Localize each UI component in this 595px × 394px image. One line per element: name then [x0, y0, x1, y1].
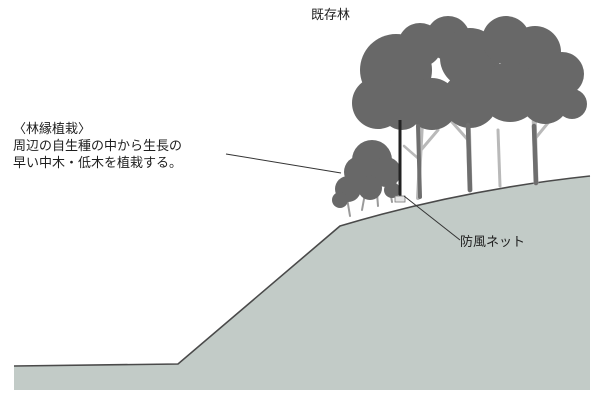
- forest-trunks-dark: [416, 122, 539, 199]
- windbreak-net-label: 防風ネット: [460, 235, 526, 250]
- slope-ground: [13, 175, 591, 390]
- edge-planting-annotation: 〈林縁植栽〉 周辺の自生種の中から生長の 早い中木・低木を植栽する。: [13, 121, 182, 172]
- windbreak-net-leader: [403, 195, 461, 241]
- existing-forest-canopy: [352, 16, 587, 130]
- windbreak-net-pole: [394, 120, 406, 203]
- edge-planting-text-line2: 早い中木・低木を植栽する。: [13, 156, 183, 171]
- leader-lines: [225, 153, 461, 241]
- existing-forest-label: 既存林: [311, 8, 351, 23]
- edge-planting-heading: 〈林縁植栽〉: [13, 122, 92, 137]
- edge-planting-shrubs: [332, 140, 401, 217]
- edge-planting-text-line1: 周辺の自生種の中から生長の: [13, 139, 183, 154]
- edge-planting-leader: [225, 153, 342, 174]
